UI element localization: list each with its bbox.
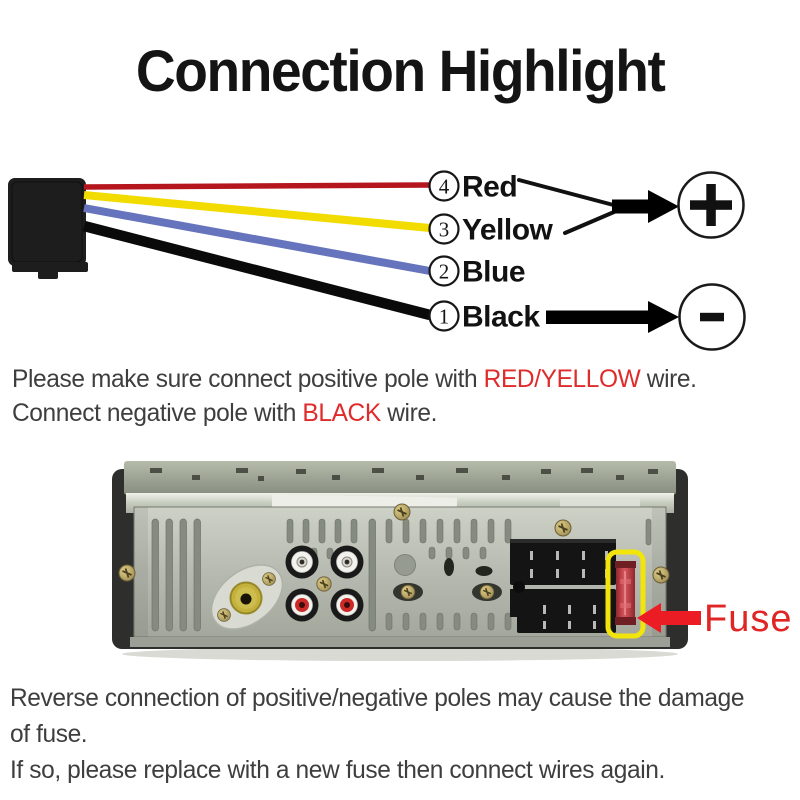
wire-row-red: 4 Red bbox=[428, 170, 518, 204]
polarity-note: Please make sure connect positive pole w… bbox=[12, 362, 697, 430]
fuse-note: Reverse connection of positive/negative … bbox=[10, 680, 744, 788]
wire-number-badge: 1 bbox=[439, 305, 450, 329]
wire-number-badge: 2 bbox=[439, 260, 450, 284]
fuse bbox=[615, 561, 636, 625]
iso-connector bbox=[510, 539, 616, 633]
rca-jack-red-left bbox=[285, 588, 319, 622]
wire-row-black: 1 Black bbox=[428, 300, 541, 334]
note-highlight-black: BLACK bbox=[302, 399, 381, 427]
polarity-note-line1: Please make sure connect positive pole w… bbox=[12, 362, 697, 396]
harness-connector-icon bbox=[8, 178, 88, 279]
fuse-note-line1: Reverse connection of positive/negative … bbox=[10, 684, 745, 712]
fuse-note-line3: If so, please replace with a new fuse th… bbox=[10, 756, 665, 784]
wire-row-blue: 2 Blue bbox=[428, 255, 526, 289]
positive-leader-lines bbox=[517, 178, 623, 235]
wire-blue bbox=[83, 204, 431, 275]
fuse-label: Fuse bbox=[704, 598, 792, 640]
screw-icon bbox=[554, 519, 572, 537]
wire-row-yellow: 3 Yellow bbox=[428, 213, 554, 247]
note-text: Please make sure connect positive pole w… bbox=[12, 365, 484, 393]
label-sticker-small bbox=[560, 498, 640, 509]
bottom-flange bbox=[130, 637, 670, 647]
panel-holes bbox=[393, 554, 502, 601]
vent-slots-left bbox=[151, 518, 376, 632]
vent-slots-middle bbox=[385, 518, 652, 631]
rca-jack-white-right bbox=[330, 545, 364, 579]
screw-icon bbox=[315, 575, 333, 593]
page-title: Connection Highlight bbox=[135, 39, 666, 104]
top-cover bbox=[124, 461, 676, 495]
fuse-highlight-box bbox=[605, 549, 646, 639]
screw-icon bbox=[261, 571, 277, 587]
rca-jack-red-right bbox=[330, 588, 364, 622]
wiring-diagram: 4 Red 3 Yellow 2 Blue 1 Black bbox=[8, 170, 746, 351]
screw-icon bbox=[118, 564, 136, 582]
wire-label: Blue bbox=[462, 256, 525, 289]
screw-icon bbox=[479, 584, 495, 600]
screw-icon bbox=[652, 566, 670, 584]
note-text: wire. bbox=[640, 365, 697, 393]
rca-jack-white-left bbox=[285, 545, 319, 579]
wire-red bbox=[83, 182, 431, 190]
note-text: Connect negative pole with bbox=[12, 399, 303, 427]
wire-number-badge: 3 bbox=[439, 218, 450, 242]
screw-icon bbox=[393, 503, 411, 521]
antenna-jack bbox=[210, 564, 284, 630]
note-highlight-red-yellow: RED/YELLOW bbox=[483, 365, 641, 393]
wire-label: Red bbox=[462, 171, 517, 204]
unit-shadow bbox=[122, 647, 678, 661]
wire-label: Yellow bbox=[462, 214, 554, 247]
negative-terminal-icon bbox=[678, 283, 746, 351]
polarity-note-line2: Connect negative pole with BLACK wire. bbox=[12, 396, 697, 430]
wire-label: Black bbox=[462, 301, 540, 334]
positive-terminal-icon bbox=[677, 171, 745, 239]
wire-yellow bbox=[83, 191, 431, 232]
screw-icon bbox=[400, 584, 416, 600]
screw-icon bbox=[216, 607, 232, 623]
positive-arrow-icon bbox=[612, 190, 679, 223]
fuse-note-line2: of fuse. bbox=[10, 720, 88, 748]
wire-black bbox=[82, 220, 432, 321]
stereo-rear-photo: Fuse bbox=[112, 461, 792, 661]
negative-arrow-icon bbox=[546, 301, 679, 333]
note-text: wire. bbox=[380, 399, 437, 427]
wire-number-badge: 4 bbox=[439, 175, 450, 199]
fuse-arrow-icon bbox=[637, 603, 701, 633]
